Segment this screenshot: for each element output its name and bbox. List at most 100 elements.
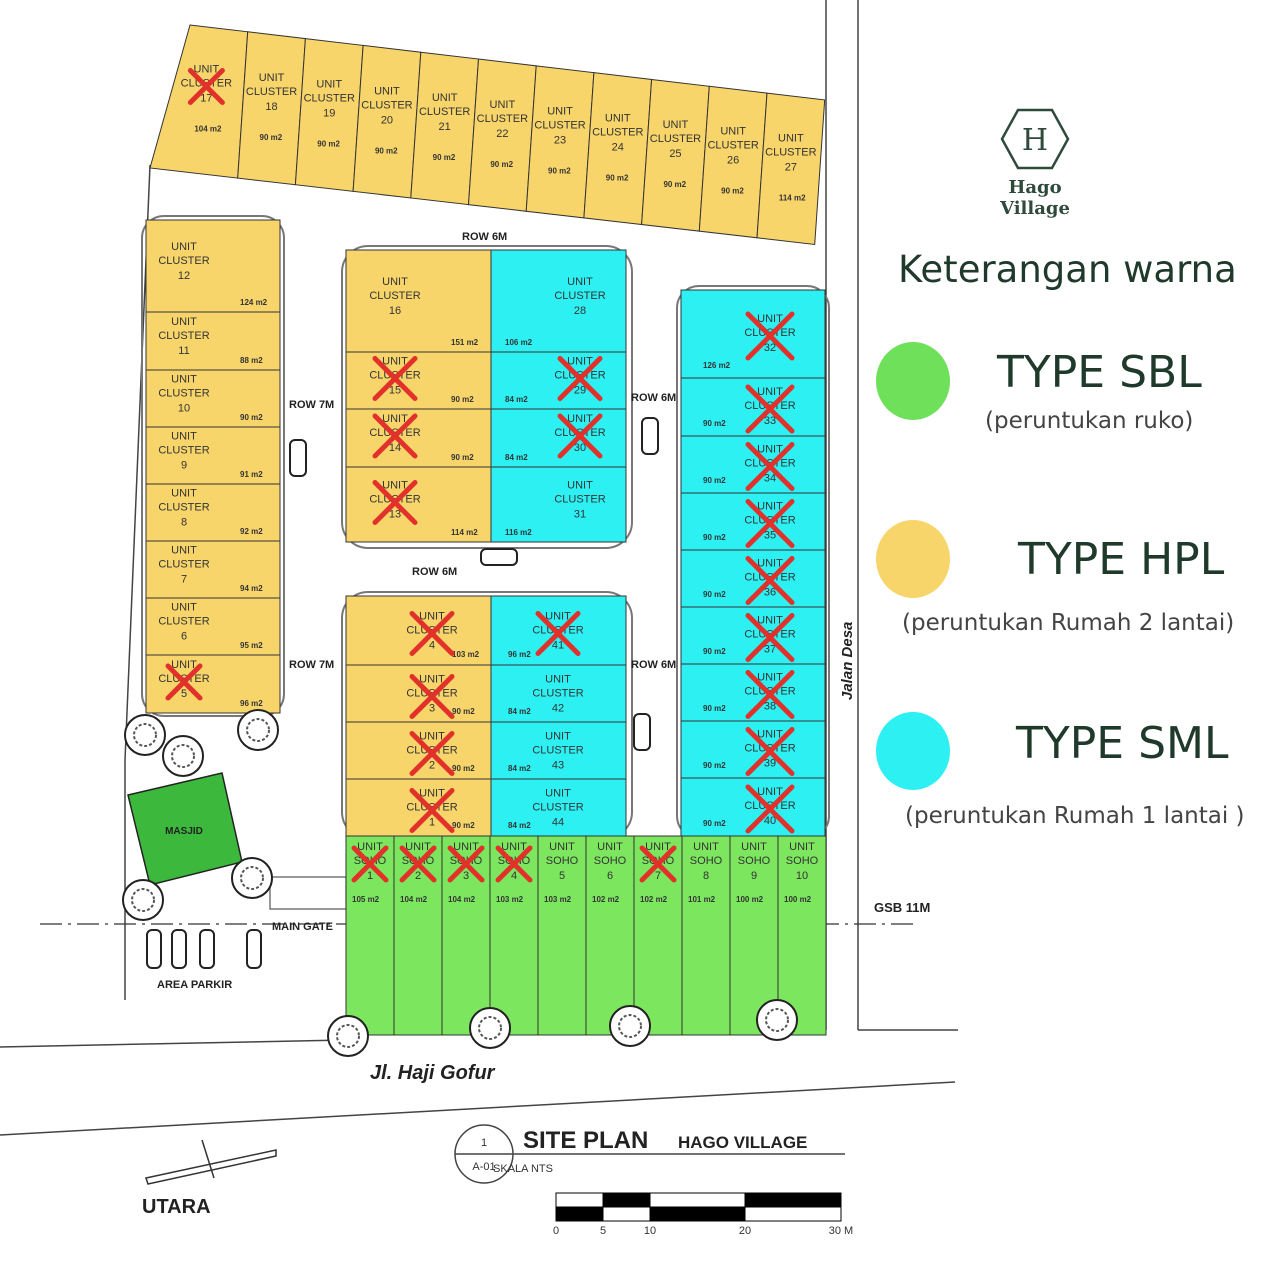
lot-soho-row-4[interactable]: UNITSOHO4103 m2 (489, 835, 539, 1036)
lot-area: 84 m2 (508, 764, 531, 773)
lot-number: 11 (178, 345, 189, 357)
subtitle-text: HAGO VILLAGE (678, 1133, 807, 1152)
lot-number: 25 (669, 148, 681, 160)
lot-type-label: CLUSTER (477, 113, 528, 125)
lot-number: 37 (764, 644, 776, 656)
lot-area: 90 m2 (452, 764, 475, 773)
lot-number: 42 (552, 703, 564, 715)
lot-unit-label: UNIT (490, 99, 516, 111)
lot-area: 96 m2 (508, 650, 531, 659)
sold-mark-icon (447, 845, 485, 883)
lot-soho-row-7[interactable]: UNITSOHO7102 m2 (633, 835, 683, 1036)
scale-tick: 20 (739, 1225, 751, 1237)
car-icon (171, 929, 187, 969)
lot-number: 21 (439, 121, 451, 133)
lot-area: 90 m2 (548, 167, 571, 176)
scale-segment (602, 1206, 651, 1222)
lot-unit-label: UNIT (741, 841, 767, 853)
scale-segment (744, 1192, 842, 1208)
lot-center-upper-hpl-15[interactable]: UNITCLUSTER1590 m2 (345, 351, 492, 410)
lot-number: 40 (764, 815, 776, 827)
lot-area: 101 m2 (688, 895, 716, 904)
sold-mark-icon (409, 731, 455, 776)
lot-unit-label: UNIT (605, 112, 631, 124)
north-label: UTARA (142, 1196, 211, 1218)
lot-soho-row-2[interactable]: UNITSOHO2104 m2 (393, 835, 443, 1036)
lot-area: 90 m2 (721, 187, 744, 196)
sold-mark-icon (745, 727, 795, 776)
lot-area: 90 m2 (663, 180, 686, 189)
legend-type-sml: TYPE SML (1016, 718, 1229, 769)
lot-center-lower-hpl-4[interactable]: UNITCLUSTER4103 m2 (345, 595, 492, 666)
lot-shape (490, 466, 627, 543)
lot-soho-row-3[interactable]: UNITSOHO3104 m2 (441, 835, 491, 1036)
sold-mark-icon (535, 611, 581, 656)
lot-unit-label: UNIT (382, 480, 408, 492)
car-icon (199, 929, 215, 969)
lot-area: 100 m2 (736, 895, 764, 904)
lot-unit-label: UNIT (757, 558, 783, 570)
lot-left-column-5[interactable]: UNITCLUSTER596 m2 (145, 654, 281, 714)
lot-number: 18 (265, 101, 277, 113)
sold-mark-icon (165, 663, 203, 701)
lot-number: 6 (181, 631, 187, 643)
lot-area: 90 m2 (452, 821, 475, 830)
lot-unit-label: UNIT (419, 674, 445, 686)
tree-icon (327, 1015, 369, 1057)
lot-unit-label: UNIT (545, 788, 571, 800)
lot-center-upper-hpl-13[interactable]: UNITCLUSTER13114 m2 (345, 466, 492, 543)
scale-tick: 10 (644, 1225, 656, 1237)
label-row-left-upper: ROW 7M (289, 399, 334, 411)
sold-mark-icon (399, 845, 437, 883)
lot-number: 23 (554, 135, 566, 147)
sold-mark-icon (745, 499, 795, 548)
lot-number: 1 (367, 870, 373, 882)
lot-unit-label: UNIT (171, 316, 197, 328)
sold-mark-icon (372, 413, 418, 459)
lot-area: 90 m2 (451, 395, 474, 404)
legend-desc-sml: (peruntukan Rumah 1 lantai ) (905, 803, 1245, 829)
lot-unit-label: UNIT (757, 729, 783, 741)
legend-title: Keterangan warna (898, 248, 1237, 291)
lot-area: 104 m2 (194, 125, 222, 134)
lot-center-upper-hpl-14[interactable]: UNITCLUSTER1490 m2 (345, 408, 492, 468)
lot-type-label: CLUSTER (765, 146, 816, 158)
car-icon (289, 439, 307, 477)
lot-right-column-32[interactable]: UNITCLUSTER32126 m2 (680, 289, 826, 379)
lot-type-label: CLUSTER (361, 99, 412, 111)
lot-top-row-17[interactable]: UNITCLUSTER17104 m2 (149, 24, 249, 179)
lot-unit-label: UNIT (374, 85, 400, 97)
lot-number: 28 (574, 305, 586, 317)
lot-unit-label: UNIT (720, 126, 746, 138)
lot-area: 90 m2 (703, 761, 726, 770)
lot-unit-label: UNIT (171, 602, 197, 614)
